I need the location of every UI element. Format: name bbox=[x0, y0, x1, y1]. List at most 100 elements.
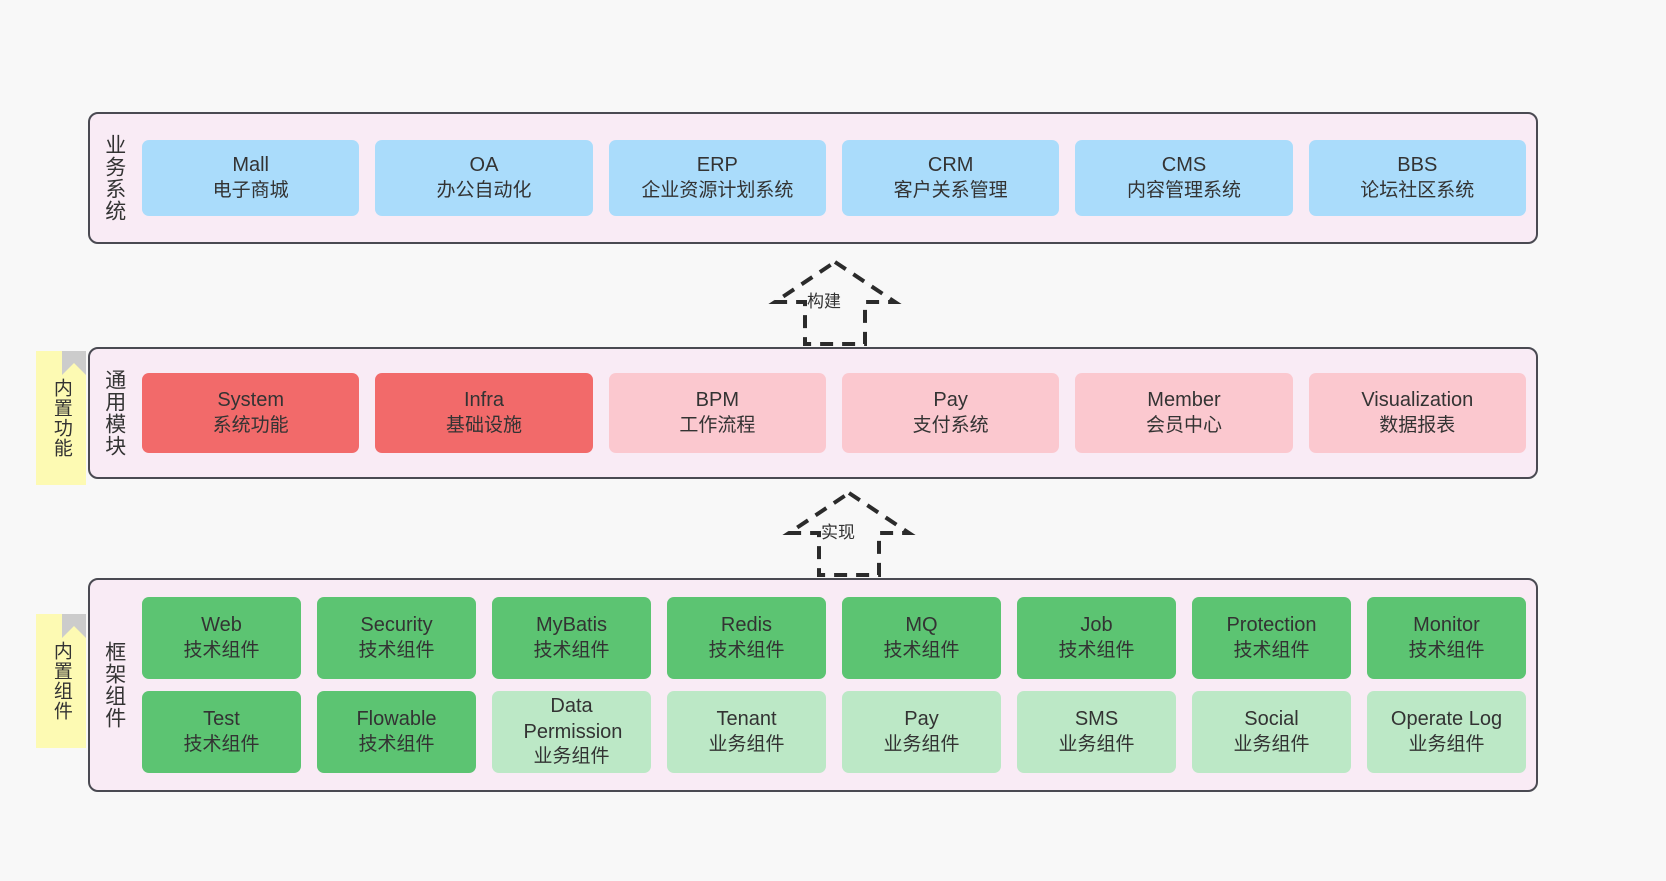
node-pay-module[interactable]: Pay 支付系统 bbox=[841, 373, 1060, 453]
node-pay-component[interactable]: Pay 业务组件 bbox=[842, 691, 1001, 773]
node-web[interactable]: Web 技术组件 bbox=[142, 597, 301, 679]
node-title-en: Tenant bbox=[716, 708, 777, 731]
node-security[interactable]: Security 技术组件 bbox=[317, 597, 476, 679]
node-title-en: Redis bbox=[720, 614, 773, 637]
node-member[interactable]: Member 会员中心 bbox=[1075, 373, 1293, 453]
node-bbs[interactable]: BBS 论坛社区系统 bbox=[1308, 140, 1526, 216]
node-erp[interactable]: ERP 企业资源计划系统 bbox=[608, 140, 826, 216]
node-title-en: BBS bbox=[1397, 154, 1438, 177]
node-social[interactable]: Social 业务组件 bbox=[1192, 691, 1351, 773]
node-data-permission[interactable]: Data Permission 业务组件 bbox=[492, 691, 651, 773]
node-operate-log[interactable]: Operate Log 业务组件 bbox=[1367, 691, 1526, 773]
node-title-cn: 技术组件 bbox=[1408, 639, 1485, 661]
node-visualization[interactable]: Visualization 数据报表 bbox=[1308, 373, 1526, 453]
node-title-en: Social bbox=[1244, 708, 1299, 731]
layer-business-system: 业务系统 Mall 电子商城 OA 办公自动化 ERP 企业资源计划系统 CRM… bbox=[88, 112, 1538, 244]
node-title-cn: 技术组件 bbox=[183, 733, 260, 755]
layer-body-framework-component: Web 技术组件 Security 技术组件 MyBatis 技术组件 Redi… bbox=[138, 580, 1536, 790]
node-test[interactable]: Test 技术组件 bbox=[142, 691, 301, 773]
node-row: Web 技术组件 Security 技术组件 MyBatis 技术组件 Redi… bbox=[142, 597, 1526, 679]
node-title-cn: 会员中心 bbox=[1145, 414, 1222, 436]
node-flowable[interactable]: Flowable 技术组件 bbox=[317, 691, 476, 773]
node-title-en: CRM bbox=[927, 154, 974, 177]
node-mybatis[interactable]: MyBatis 技术组件 bbox=[492, 597, 651, 679]
node-title-cn: 技术组件 bbox=[1233, 639, 1310, 661]
node-oa[interactable]: OA 办公自动化 bbox=[375, 140, 593, 216]
note-fold-corner-icon bbox=[62, 614, 86, 638]
node-title-cn: 技术组件 bbox=[358, 639, 435, 661]
node-title-cn: 技术组件 bbox=[358, 733, 435, 755]
node-title-cn: 基础设施 bbox=[445, 414, 522, 436]
node-title-cn: 客户关系管理 bbox=[893, 179, 1008, 201]
node-title-en: SMS bbox=[1074, 708, 1119, 731]
node-title-en: Test bbox=[203, 708, 240, 731]
node-monitor[interactable]: Monitor 技术组件 bbox=[1367, 597, 1526, 679]
node-title-cn: 论坛社区系统 bbox=[1360, 179, 1475, 201]
node-title-en: Flowable bbox=[356, 708, 437, 731]
node-title-en: Web bbox=[201, 614, 242, 637]
node-title-cn: 技术组件 bbox=[183, 639, 260, 661]
layer-body-business-system: Mall 电子商城 OA 办公自动化 ERP 企业资源计划系统 CRM 客户关系… bbox=[138, 114, 1536, 242]
node-bpm[interactable]: BPM 工作流程 bbox=[608, 373, 826, 453]
node-redis[interactable]: Redis 技术组件 bbox=[667, 597, 826, 679]
node-infra[interactable]: Infra 基础设施 bbox=[375, 373, 593, 453]
node-title-en: Monitor bbox=[1413, 614, 1480, 637]
node-title-en: MyBatis bbox=[535, 614, 608, 637]
layer-title-framework-component: 框架组件 bbox=[102, 641, 126, 729]
node-mall[interactable]: Mall 电子商城 bbox=[142, 140, 360, 216]
node-sms[interactable]: SMS 业务组件 bbox=[1017, 691, 1176, 773]
node-title-en: Member bbox=[1147, 389, 1221, 412]
connector-build-label: 构建 bbox=[807, 292, 841, 311]
node-protection[interactable]: Protection 技术组件 bbox=[1192, 597, 1351, 679]
node-mq[interactable]: MQ 技术组件 bbox=[842, 597, 1001, 679]
node-title-en: Pay bbox=[933, 389, 968, 412]
node-title-cn: 业务组件 bbox=[533, 746, 610, 768]
node-title-en: System bbox=[217, 389, 284, 412]
node-title-cn: 技术组件 bbox=[533, 639, 610, 661]
note-builtin-component-label: 内置组件 bbox=[50, 641, 72, 721]
node-row: Test 技术组件 Flowable 技术组件 Data Permission … bbox=[142, 691, 1526, 773]
node-title-en: ERP bbox=[696, 154, 738, 177]
node-title-cn: 企业资源计划系统 bbox=[641, 179, 794, 201]
node-title-en: Protection bbox=[1226, 614, 1317, 637]
layer-title-common-module: 通用模块 bbox=[102, 369, 126, 457]
node-title-cn: 业务组件 bbox=[883, 733, 960, 755]
node-title-cn: 技术组件 bbox=[883, 639, 960, 661]
note-fold-corner-icon bbox=[62, 351, 86, 375]
note-builtin-component: 内置组件 bbox=[36, 614, 86, 748]
node-title-en: OA bbox=[469, 154, 499, 177]
node-title-en: Security bbox=[360, 614, 433, 637]
node-title-cn: 系统功能 bbox=[212, 414, 289, 436]
connector-implement-arrow: 实现 bbox=[774, 489, 924, 577]
node-title-cn: 业务组件 bbox=[1058, 733, 1135, 755]
node-title-en: Operate Log bbox=[1390, 708, 1503, 731]
layer-framework-component: 框架组件 Web 技术组件 Security 技术组件 MyBatis 技术组件… bbox=[88, 578, 1538, 792]
connector-implement-label: 实现 bbox=[821, 523, 855, 542]
note-builtin-function: 内置功能 bbox=[36, 351, 86, 485]
layer-body-common-module: System 系统功能 Infra 基础设施 BPM 工作流程 Pay 支付系统… bbox=[138, 349, 1536, 477]
node-cms[interactable]: CMS 内容管理系统 bbox=[1075, 140, 1293, 216]
node-title-cn: 业务组件 bbox=[1233, 733, 1310, 755]
node-title-cn: 工作流程 bbox=[679, 414, 756, 436]
layer-title-business-system: 业务系统 bbox=[102, 134, 126, 222]
node-title-cn: 数据报表 bbox=[1379, 414, 1456, 436]
node-title-en: MQ bbox=[905, 614, 938, 637]
node-title-en: Job bbox=[1080, 614, 1113, 637]
node-crm[interactable]: CRM 客户关系管理 bbox=[841, 140, 1060, 216]
node-system[interactable]: System 系统功能 bbox=[142, 373, 360, 453]
node-title-cn: 电子商城 bbox=[212, 179, 289, 201]
node-title-en: Visualization bbox=[1361, 389, 1474, 412]
node-title-cn: 业务组件 bbox=[1408, 733, 1485, 755]
node-title-cn: 业务组件 bbox=[708, 733, 785, 755]
node-title-en: CMS bbox=[1161, 154, 1207, 177]
layer-common-module: 通用模块 System 系统功能 Infra 基础设施 BPM 工作流程 Pay… bbox=[88, 347, 1538, 479]
node-row: System 系统功能 Infra 基础设施 BPM 工作流程 Pay 支付系统… bbox=[142, 373, 1526, 453]
node-title-cn: 技术组件 bbox=[708, 639, 785, 661]
node-title-en: Pay bbox=[904, 708, 939, 731]
node-title-en: Infra bbox=[463, 389, 504, 412]
connector-build-arrow: 构建 bbox=[760, 258, 910, 346]
node-title-cn: 技术组件 bbox=[1058, 639, 1135, 661]
node-job[interactable]: Job 技术组件 bbox=[1017, 597, 1176, 679]
node-tenant[interactable]: Tenant 业务组件 bbox=[667, 691, 826, 773]
